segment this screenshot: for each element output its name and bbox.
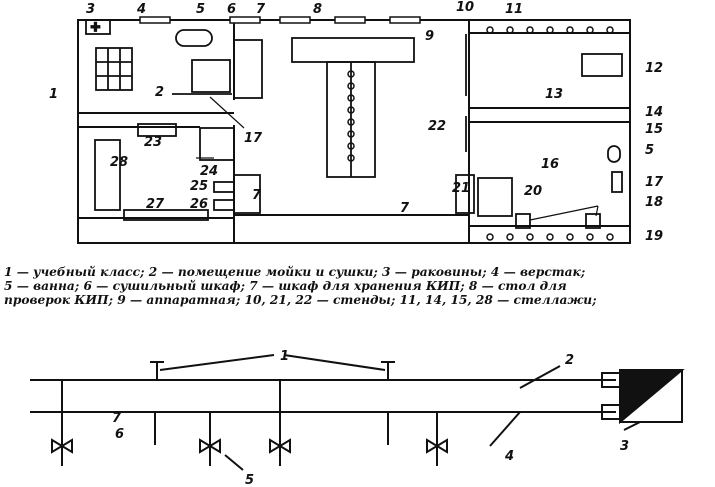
plan-label-27: 27 <box>146 197 165 212</box>
plan-equipment: + <box>85 19 630 229</box>
caption-line-2: 5 — ванна; 6 — сушильный шкаф; 7 — шкаф … <box>4 279 567 293</box>
plan-label-28: 28 <box>110 155 128 170</box>
plan-label-5b: 5 <box>645 143 654 158</box>
plan-label-21: 21 <box>452 181 470 196</box>
plan-label-14: 14 <box>645 105 663 120</box>
scheme-label-1: 1 <box>280 349 289 364</box>
plan-label-6: 6 <box>227 2 236 17</box>
plan-label-19: 19 <box>645 229 663 244</box>
plan-label-4: 4 <box>136 2 146 17</box>
plan-label-18: 18 <box>645 195 663 210</box>
scheme-label-6: 6 <box>115 427 124 442</box>
plan-label-5: 5 <box>196 2 205 17</box>
caption-line-1: 1 — учебный класс; 2 — помещение мойки и… <box>4 265 586 279</box>
scheme-label-3: 3 <box>620 439 629 454</box>
scheme-label-7: 7 <box>112 411 122 426</box>
piping-scheme <box>30 354 685 471</box>
plan-label-8: 8 <box>313 2 322 17</box>
plan-labels: 3 4 5 6 7 8 9 10 11 1 2 17 23 28 24 25 2… <box>49 0 664 244</box>
plan-circles <box>347 26 614 241</box>
plan-leaders <box>196 96 599 221</box>
plan-label-2: 2 <box>155 85 164 100</box>
plan-label-12: 12 <box>645 61 663 76</box>
caption-line-3: проверок КИП; 9 — аппаратная; 10, 21, 22… <box>4 293 597 307</box>
plan-label-24: 24 <box>200 164 218 179</box>
plan-label-17b: 17 <box>645 175 664 190</box>
plan-label-7c: 7 <box>400 201 410 216</box>
scheme-label-4: 4 <box>504 449 514 464</box>
plan-label-1: 1 <box>49 87 58 102</box>
plan-label-10: 10 <box>456 0 474 15</box>
plan-label-22: 22 <box>428 119 446 134</box>
plan-label-26: 26 <box>190 197 208 212</box>
plan-label-25: 25 <box>190 179 208 194</box>
plan-label-7: 7 <box>256 2 266 17</box>
plan-label-16: 16 <box>541 157 559 172</box>
scheme-label-5: 5 <box>245 473 254 487</box>
plan-label-20: 20 <box>524 184 542 199</box>
plan-label-13: 13 <box>545 87 563 102</box>
plan-label-9: 9 <box>425 29 434 44</box>
plan-label-17a: 17 <box>244 131 263 146</box>
scheme-label-2: 2 <box>565 353 574 368</box>
scheme-labels: 1 2 3 4 5 6 7 <box>112 349 629 487</box>
plan-label-7b: 7 <box>252 188 262 203</box>
plan-label-3: 3 <box>86 2 95 17</box>
plan-label-11: 11 <box>505 2 523 17</box>
plan-label-15: 15 <box>645 122 663 137</box>
plan-label-23: 23 <box>144 135 162 150</box>
windows <box>139 16 421 24</box>
svg-text:+: + <box>90 20 101 35</box>
